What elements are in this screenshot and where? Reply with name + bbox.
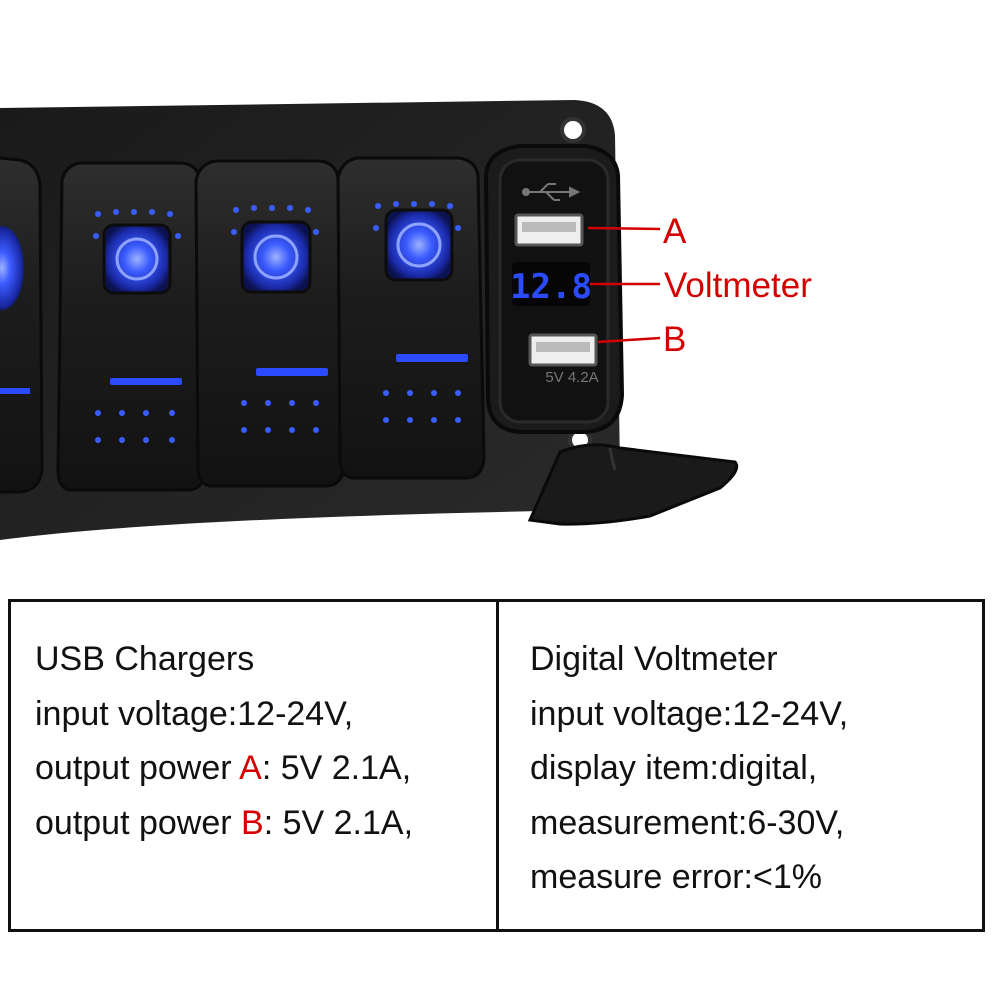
usb-output-a-prefix: output power bbox=[35, 749, 240, 787]
usb-output-b: output power B: 5V 2.1A, bbox=[35, 796, 496, 851]
usb-output-b-value: : 5V 2.1A, bbox=[263, 803, 414, 842]
product-photo: 12.8 5V 4.2A bbox=[0, 100, 739, 540]
usb-rating-label: 5V 4.2A bbox=[545, 369, 598, 386]
usb-output-a-port: A bbox=[239, 749, 262, 787]
spec-table: USB Chargers input voltage:12-24V, outpu… bbox=[8, 599, 985, 932]
voltmeter-measurement: measurement:6-30V, bbox=[530, 803, 845, 842]
usb-port-icon bbox=[528, 333, 598, 367]
voltmeter-input-voltage: input voltage:12-24V, bbox=[530, 694, 849, 733]
voltmeter-display-icon: 12.8 bbox=[510, 262, 592, 307]
usb-input-voltage: input voltage:12-24V, bbox=[35, 694, 354, 733]
usb-symbol-icon bbox=[522, 183, 581, 201]
usb-output-a: output power A: 5V 2.1A, bbox=[35, 741, 496, 796]
rocker-switch-icon bbox=[336, 156, 486, 480]
rocker-switch-icon bbox=[56, 161, 207, 492]
usb-output-b-port: B bbox=[241, 803, 264, 842]
voltmeter-measure-error: measure error:<1% bbox=[530, 858, 822, 896]
rocker-switch-icon bbox=[0, 156, 44, 494]
usb-voltmeter-module: 12.8 5V 4.2A bbox=[483, 144, 625, 434]
dust-cap-icon bbox=[527, 443, 739, 526]
voltmeter-title: Digital Voltmeter bbox=[530, 640, 778, 678]
callout-line-b bbox=[597, 336, 661, 344]
callout-label-voltmeter: Voltmeter bbox=[664, 266, 812, 305]
callout-label-a: A bbox=[663, 212, 687, 251]
usb-title: USB Chargers bbox=[35, 640, 255, 678]
voltmeter-reading: 12.8 bbox=[510, 267, 592, 307]
screw-hole-top bbox=[560, 117, 586, 143]
callout-label-b: B bbox=[663, 320, 687, 359]
rocker-switch-icon bbox=[194, 159, 346, 488]
usb-port-icon bbox=[514, 213, 584, 247]
voltmeter-display-item: display item:digital, bbox=[530, 749, 818, 787]
usb-output-a-value: : 5V 2.1A, bbox=[261, 749, 412, 787]
digital-voltmeter-column: Digital Voltmeter input voltage:12-24V, … bbox=[499, 602, 982, 929]
usb-chargers-column: USB Chargers input voltage:12-24V, outpu… bbox=[11, 602, 499, 929]
usb-output-b-prefix: output power bbox=[35, 803, 242, 842]
callout-line-a bbox=[587, 226, 661, 231]
